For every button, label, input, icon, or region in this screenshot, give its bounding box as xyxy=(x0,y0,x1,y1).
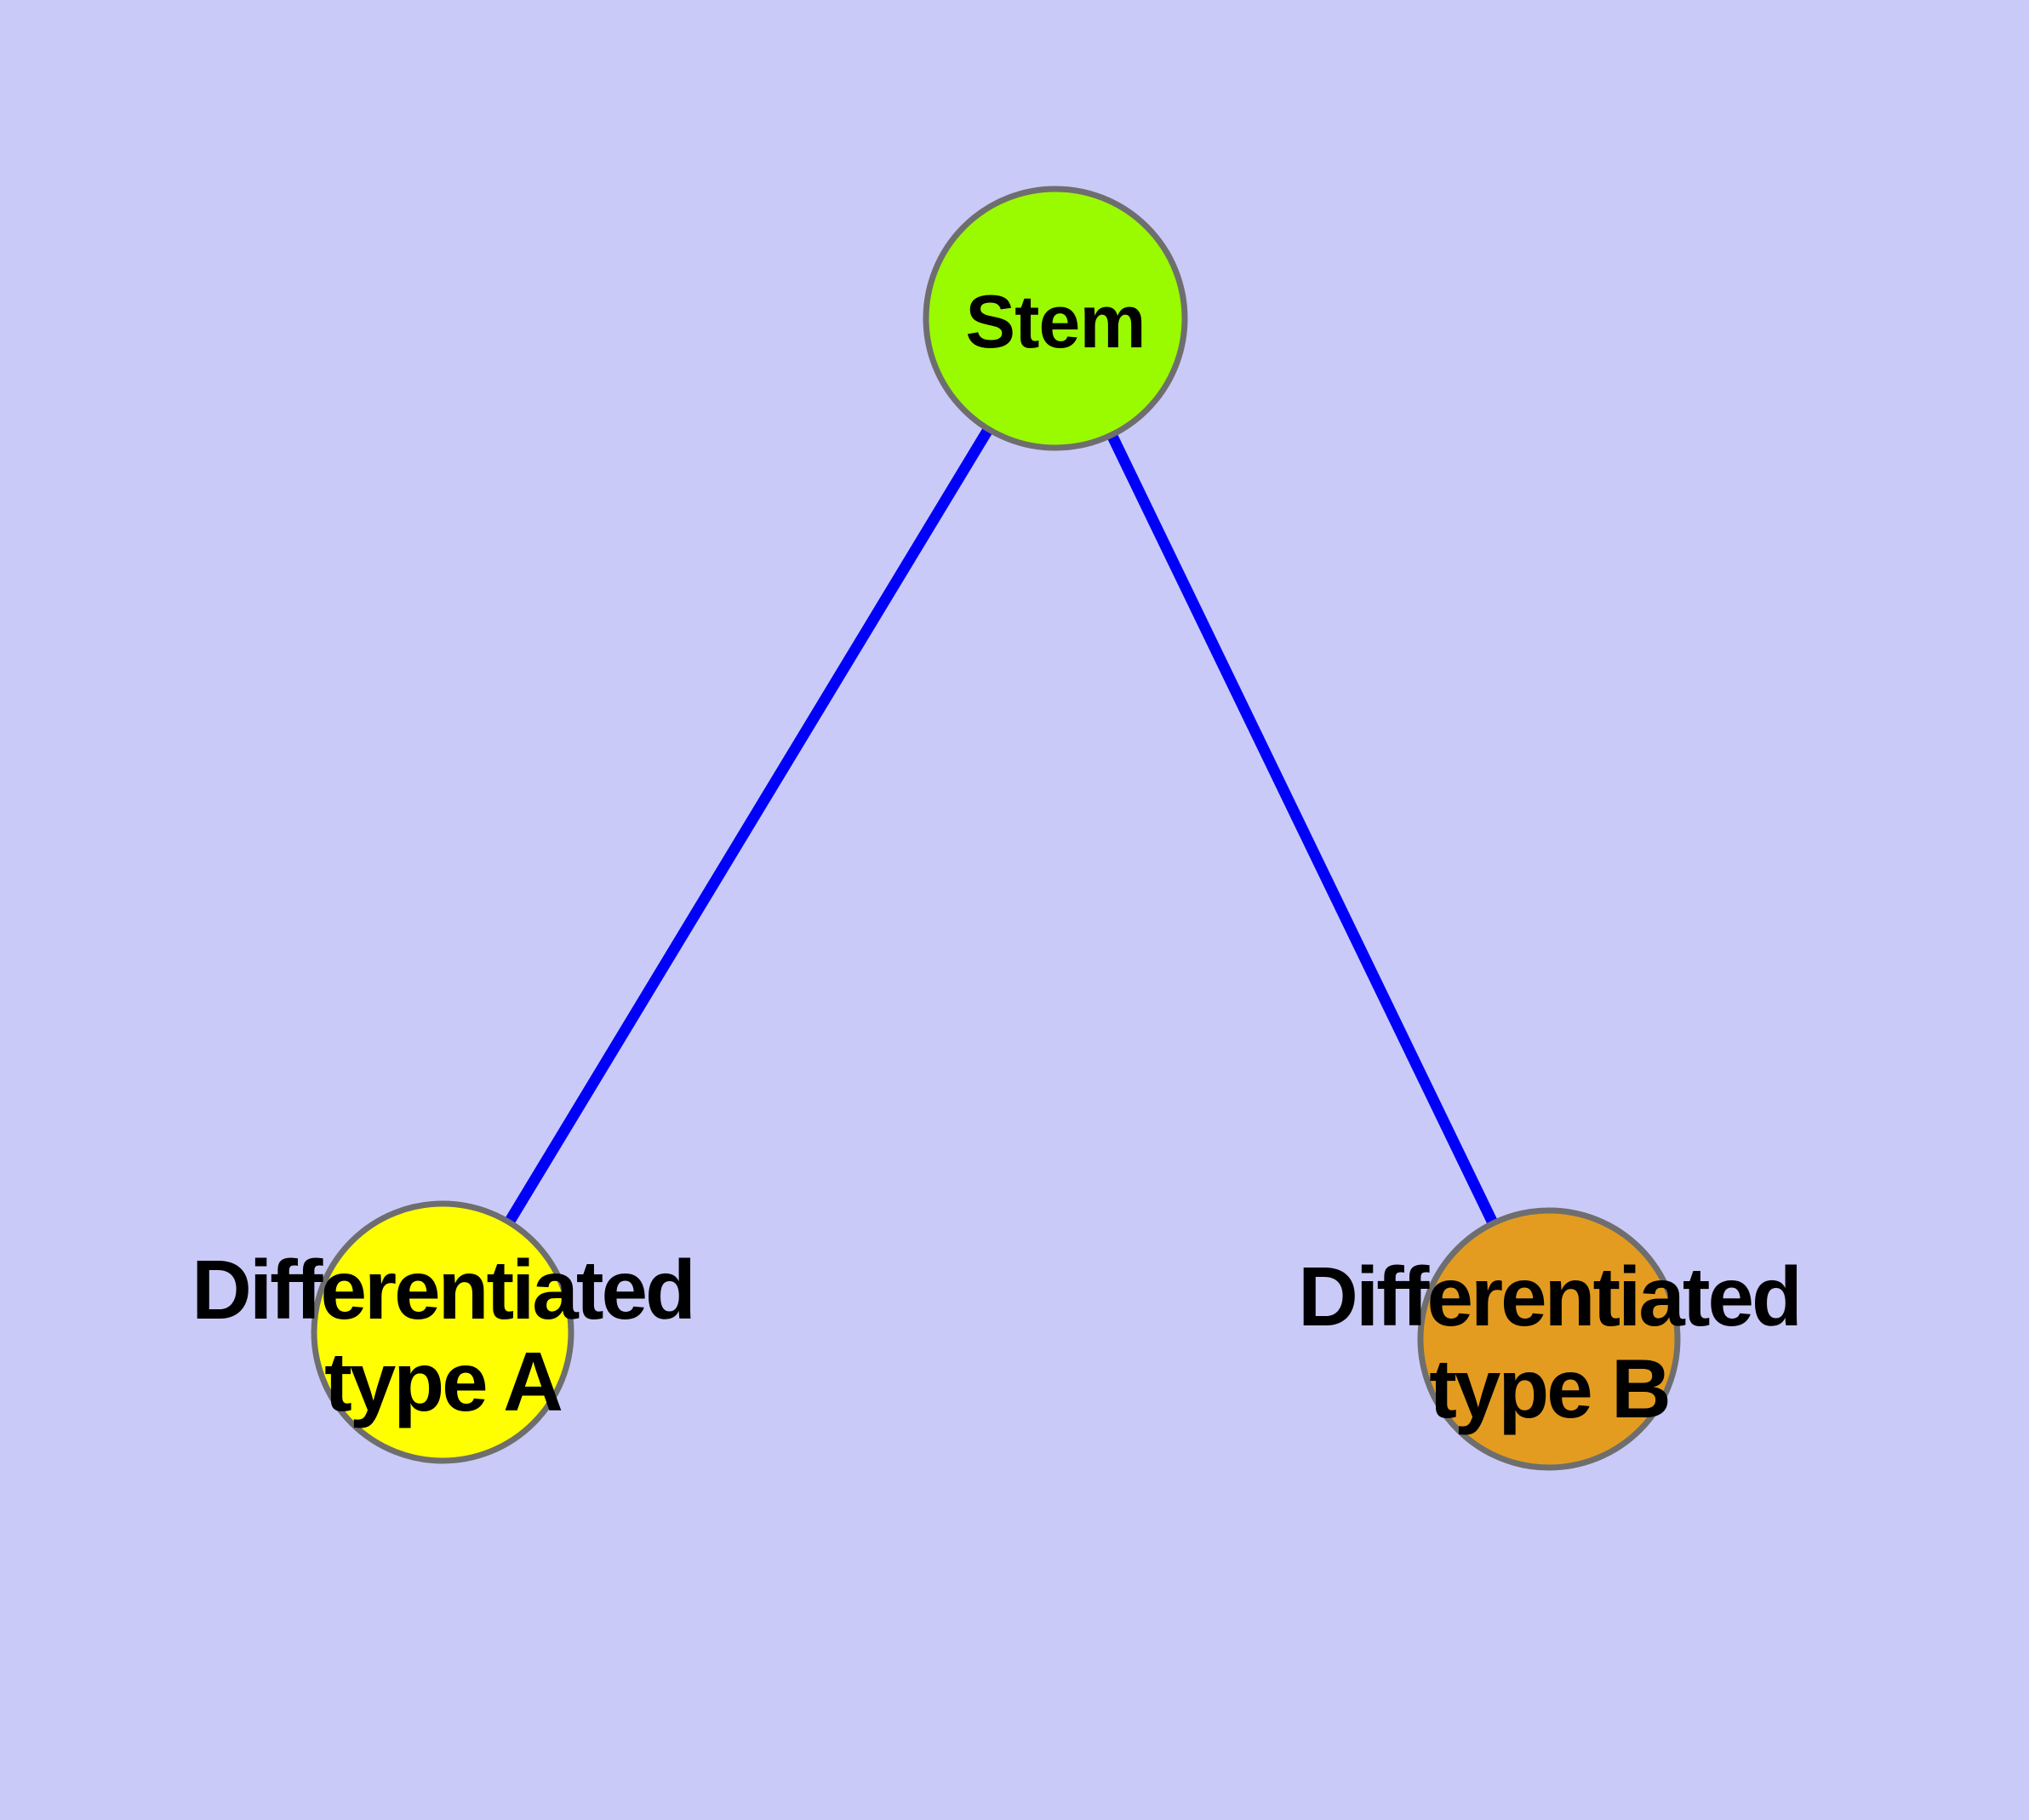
edge-stem-to-type-b xyxy=(1050,316,1554,1342)
node-type-a-label-line1: Differentiated xyxy=(191,1243,694,1336)
node-type-b-label-line1: Differentiated xyxy=(1298,1250,1800,1343)
node-stem[interactable] xyxy=(923,186,1188,451)
node-differentiated-type-a[interactable] xyxy=(311,1200,574,1464)
edge-stem-to-type-a xyxy=(437,315,1060,1336)
node-type-a-label-line2: type A xyxy=(324,1335,562,1428)
node-differentiated-type-b[interactable] xyxy=(1417,1207,1681,1471)
node-stem-label: Stem xyxy=(965,279,1145,363)
node-type-b-label-line2: type B xyxy=(1429,1342,1669,1435)
